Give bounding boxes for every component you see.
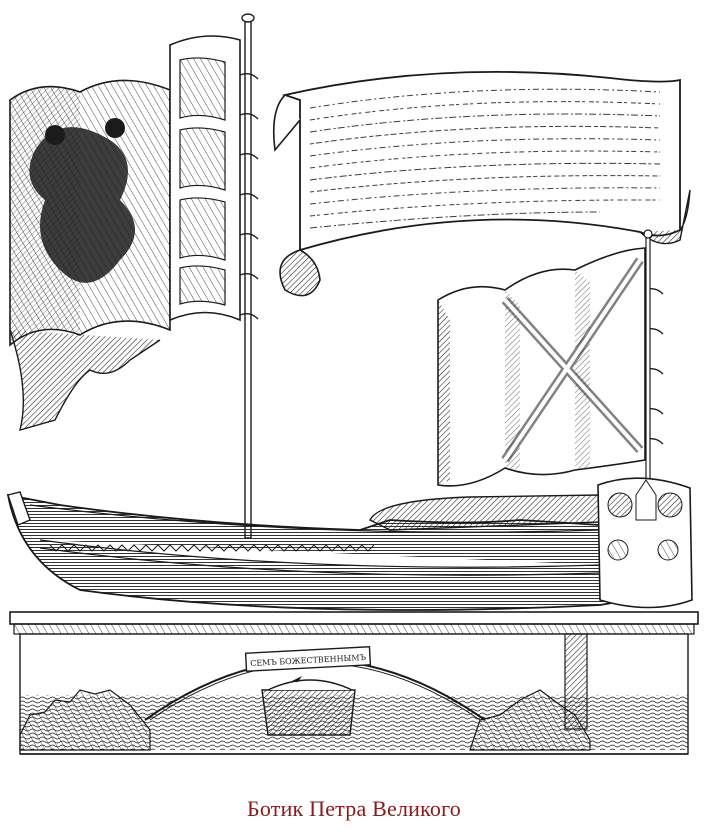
mast [241,13,255,539]
eagle-flag [9,35,259,432]
ship-engraving: СЕМЪ БОЖЕСТВЕННЫМЪ [6,13,699,755]
double-headed-eagle-icon [29,127,135,283]
pedestal: СЕМЪ БОЖЕСТВЕННЫМЪ [9,611,699,755]
image-caption: Ботик Петра Великого [247,796,461,821]
boat-hull [6,477,693,611]
jack-flag [437,247,664,487]
scroll-banner [272,71,691,297]
